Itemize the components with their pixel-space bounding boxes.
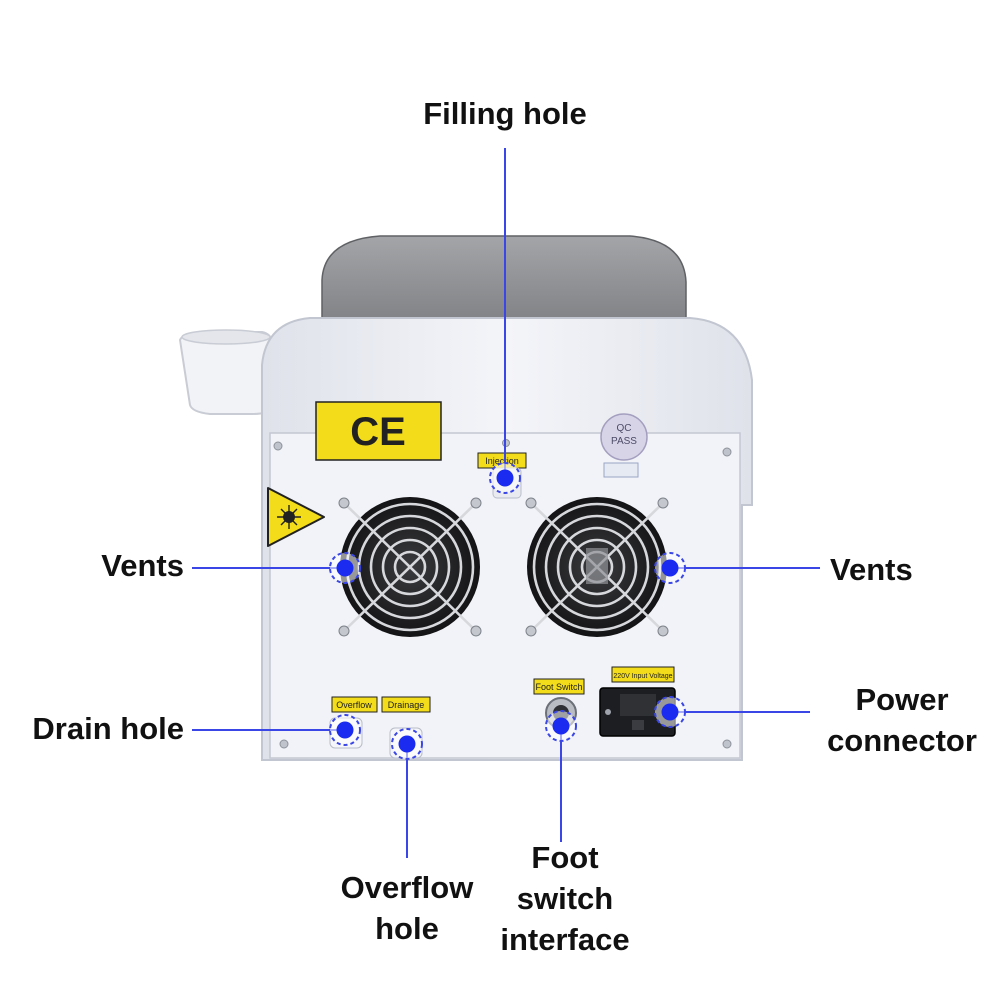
marker-filling-hole bbox=[489, 462, 521, 494]
fan-icon bbox=[525, 497, 669, 637]
filling-hole-text: Filling hole bbox=[423, 96, 587, 131]
panel-screws bbox=[273, 441, 732, 749]
label-foot-switch: Foot switch interface bbox=[480, 838, 650, 961]
overflow-hole-line-2: hole bbox=[375, 910, 439, 946]
marker-vents-left bbox=[329, 552, 361, 584]
drain-hole-text: Drain hole bbox=[32, 711, 184, 746]
marker-vents-right bbox=[654, 552, 686, 584]
foot-switch-line-2: switch bbox=[516, 880, 614, 916]
power-connector-line-2: connector bbox=[827, 722, 977, 758]
label-overflow-hole: Overflow hole bbox=[312, 868, 502, 950]
vents-left-text: Vents bbox=[101, 548, 184, 583]
overflow-tag-text: Overflow bbox=[336, 700, 372, 710]
label-vents-right: Vents bbox=[830, 550, 980, 591]
drainage-tag bbox=[381, 696, 431, 713]
overflow-hole-line-1: Overflow bbox=[340, 870, 474, 905]
label-vents-left: Vents bbox=[40, 546, 184, 587]
foot-switch-tag bbox=[533, 678, 585, 695]
qc-text: QC bbox=[617, 423, 632, 434]
marker-power-connector bbox=[654, 696, 686, 728]
ce-label bbox=[315, 401, 442, 461]
foot-switch-line-1: Foot bbox=[531, 840, 599, 875]
label-filling-hole: Filling hole bbox=[380, 94, 630, 135]
drainage-tag-text: Drainage bbox=[388, 700, 425, 710]
marker-drain-hole bbox=[329, 714, 361, 746]
label-drain-hole: Drain hole bbox=[4, 709, 184, 750]
callout-markers bbox=[329, 462, 686, 760]
overflow-tag bbox=[331, 696, 378, 713]
power-connector-line-1: Power bbox=[855, 682, 949, 717]
pass-text: PASS bbox=[611, 436, 637, 447]
laser-warning-icon bbox=[267, 487, 325, 547]
barcode-sticker bbox=[603, 462, 639, 478]
injection-tag-text: Injection bbox=[485, 456, 519, 466]
marker-foot-switch bbox=[545, 710, 577, 742]
marker-overflow-hole bbox=[391, 728, 423, 760]
vents-right-text: Vents bbox=[830, 552, 913, 587]
label-power-connector: Power connector bbox=[812, 680, 992, 762]
input-voltage-tag bbox=[611, 666, 675, 683]
ce-label-text: CE bbox=[350, 410, 406, 454]
foot-switch-tag-text: Foot Switch bbox=[535, 682, 582, 692]
callout-lines bbox=[192, 148, 820, 858]
input-voltage-tag-text: 220V Input Voltage bbox=[613, 673, 672, 680]
qc-pass-sticker bbox=[600, 413, 648, 461]
foot-switch-line-3: interface bbox=[500, 921, 630, 957]
